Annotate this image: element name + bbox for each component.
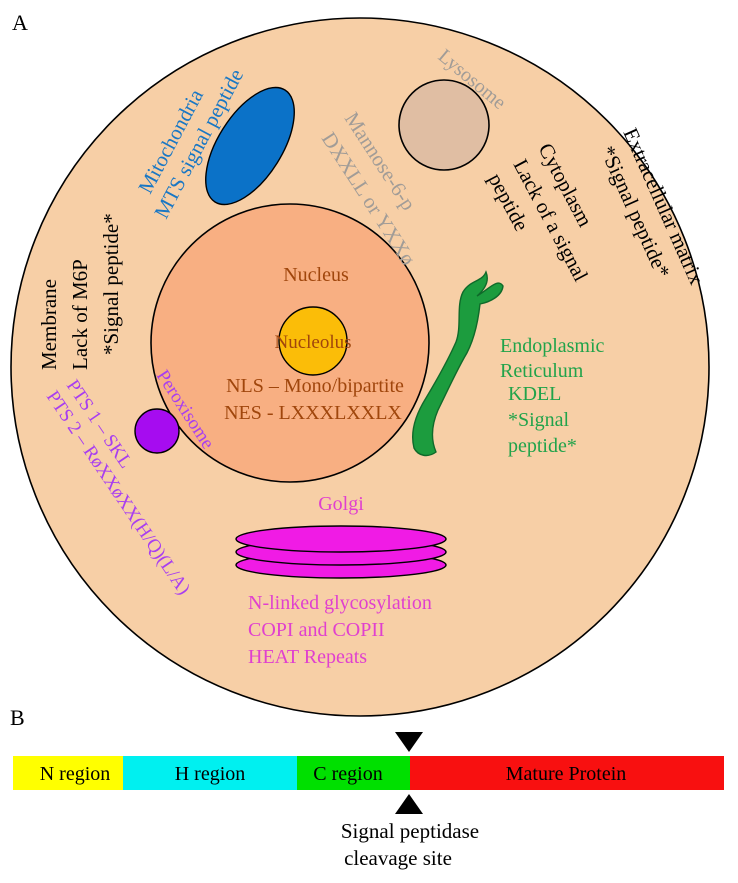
er-signal-peptide-1: *Signal xyxy=(508,409,570,431)
golgi-signal-2: COPI and COPII xyxy=(248,619,385,641)
cleavage-label-2: cleavage site xyxy=(344,846,452,870)
panel-a-label: A xyxy=(12,10,28,35)
mature-protein-label: Mature Protein xyxy=(506,763,627,785)
nucleus-label: Nucleus xyxy=(283,264,349,286)
nucleolus xyxy=(278,306,348,376)
cleavage-marker-top xyxy=(395,732,423,752)
cleavage-label-1: Signal peptidase xyxy=(341,819,479,843)
mitochondrion xyxy=(205,86,295,206)
er-label-2: Reticulum xyxy=(500,360,584,382)
er-label-1: Endoplasmic xyxy=(500,335,605,357)
nucleus-signal-nls: NLS – Mono/bipartite xyxy=(226,375,404,397)
golgi-signal-text: N-linked glycosylation COPI and COPII HE… xyxy=(248,592,432,668)
membrane-signal: Lack of M6P xyxy=(68,259,92,370)
golgi-signal-1: N-linked glycosylation xyxy=(248,592,432,614)
h-region xyxy=(123,756,297,790)
peroxisome xyxy=(134,408,180,454)
endoplasmic-reticulum xyxy=(412,270,504,457)
c-region-label: C region xyxy=(313,763,382,785)
panel-b-label: B xyxy=(10,705,25,730)
membrane-label: Membrane xyxy=(37,279,61,370)
golgi-signal-3: HEAT Repeats xyxy=(248,646,367,668)
membrane-signal-peptide: *Signal peptide* xyxy=(99,213,123,355)
nucleolus-label: Nucleolus xyxy=(274,332,351,353)
membrane-text: Membrane Lack of M6P *Signal peptide* xyxy=(37,213,123,370)
er-text: Endoplasmic Reticulum KDEL *Signal pepti… xyxy=(500,335,605,457)
nucleus-signal-nes: NES - LXXXLXXLX xyxy=(224,402,402,424)
n-region xyxy=(13,756,123,790)
golgi-apparatus xyxy=(235,525,447,579)
h-region-label: H region xyxy=(175,763,246,785)
lysosome xyxy=(398,79,490,171)
cleavage-marker-bottom xyxy=(395,794,423,814)
er-signal-peptide-2: peptide* xyxy=(508,435,577,457)
signal-peptide-bar: N region H region C region Mature Protei… xyxy=(13,756,724,790)
golgi-label: Golgi xyxy=(318,493,364,515)
c-region xyxy=(297,756,410,790)
er-signal-kdel: KDEL xyxy=(508,383,561,405)
mature-protein xyxy=(410,756,724,790)
n-region-label: N region xyxy=(40,763,111,785)
